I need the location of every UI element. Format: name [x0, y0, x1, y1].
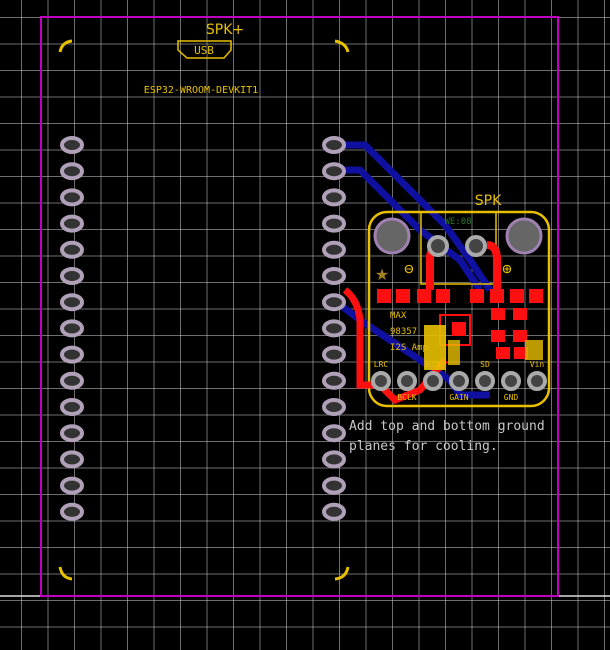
mount-hole	[373, 217, 411, 255]
esp32-pin-pad[interactable]	[60, 476, 84, 495]
esp32-pin-pad[interactable]	[322, 319, 346, 338]
amp-pin-pad[interactable]	[423, 371, 443, 391]
plus-icon: ⊕	[502, 259, 512, 278]
esp32-pin-pad[interactable]	[60, 450, 84, 469]
minus-icon: ⊖	[404, 259, 414, 278]
amp-pin-pad[interactable]	[475, 371, 495, 391]
esp32-pin-pad[interactable]	[322, 188, 346, 207]
esp32-pin-pad[interactable]	[60, 293, 84, 312]
esp32-pin-pad[interactable]	[60, 214, 84, 233]
esp32-pin-pad[interactable]	[322, 502, 346, 521]
amp-name: SPK	[475, 193, 502, 209]
speaker-pad-minus	[427, 235, 449, 257]
vias	[424, 325, 543, 370]
esp32-pin-pad[interactable]	[60, 398, 84, 416]
esp32-pin-pad[interactable]	[322, 476, 346, 495]
amp-pin-label: DIN	[426, 360, 441, 369]
esp32-pin-pad[interactable]	[322, 424, 346, 443]
esp32-pin-pad[interactable]	[322, 136, 346, 154]
amp-pin-label: Vin	[530, 360, 545, 369]
amp-pin-pad[interactable]	[371, 371, 391, 391]
amp-pin-label: GAIN	[449, 393, 468, 402]
esp32-pin-pad[interactable]	[60, 371, 84, 390]
board-outline[interactable]	[40, 16, 559, 597]
amp-pin-label: BCLK	[397, 393, 416, 402]
note-line-1: Add top and bottom ground	[349, 419, 545, 434]
esp32-pin-pad[interactable]	[60, 424, 84, 443]
amp-pin-pad[interactable]	[397, 371, 417, 391]
amp-pin-label: LRC	[374, 360, 389, 369]
esp32-pin-pad[interactable]	[322, 214, 346, 233]
top-trace	[342, 287, 380, 389]
esp32-pin-pad[interactable]	[60, 319, 84, 338]
esp32-pin-pad[interactable]	[322, 293, 346, 312]
esp32-pin-pad[interactable]	[322, 450, 346, 469]
amp-pin-pad[interactable]	[501, 371, 521, 391]
amp-pins: LRC BCLK DIN GAIN SD GND Vin	[371, 360, 547, 402]
esp32-pin-pad[interactable]	[60, 136, 84, 154]
esp32-module[interactable]: USB SPK+ ESP32-WROOM-DEVKIT1	[58, 22, 350, 581]
esp32-pin-pad[interactable]	[60, 267, 84, 285]
esp32-pin-pad[interactable]	[60, 188, 84, 207]
chip-label-2: 98357	[390, 327, 417, 337]
esp32-pin-pad[interactable]	[60, 162, 84, 181]
esp32-pin-pad[interactable]	[322, 267, 346, 285]
esp32-name: ESP32-WROOM-DEVKIT1	[144, 85, 258, 96]
esp32-pin-pad[interactable]	[60, 502, 84, 521]
usb-connector-outline	[177, 40, 232, 59]
esp32-pin-pad[interactable]	[322, 240, 346, 259]
esp32-pin-pad[interactable]	[322, 371, 346, 390]
amp-pin-pad[interactable]	[527, 371, 547, 391]
mount-hole	[505, 217, 543, 255]
esp32-pin-pad[interactable]	[322, 162, 346, 181]
star-logo-icon: ★	[375, 267, 389, 284]
chip-label-3: I2S Amp	[390, 343, 428, 353]
amp-value: WE:08	[444, 217, 471, 227]
amp-pin-pad[interactable]	[449, 371, 469, 391]
esp32-pin-pad[interactable]	[60, 240, 84, 259]
esp32-pin-pad[interactable]	[322, 345, 346, 364]
speaker-pad-plus	[465, 235, 487, 257]
max98357-breakout[interactable]: SPK WE:08 ⊖ ⊕ ★ MAX 98357 I2S Amp LRC BCL…	[342, 193, 551, 408]
net-label-spk-plus: SPK+	[206, 22, 244, 38]
esp32-pin-pad[interactable]	[60, 345, 84, 364]
usb-label: USB	[194, 44, 214, 57]
esp32-pins	[60, 136, 346, 521]
chip-label-1: MAX	[390, 311, 407, 321]
amp-pin-label: SD	[480, 360, 490, 369]
amp-pin-label: GND	[504, 393, 519, 402]
esp32-pin-pad[interactable]	[322, 398, 346, 416]
note-line-2: planes for cooling.	[349, 439, 498, 454]
smd-pads	[377, 289, 543, 359]
